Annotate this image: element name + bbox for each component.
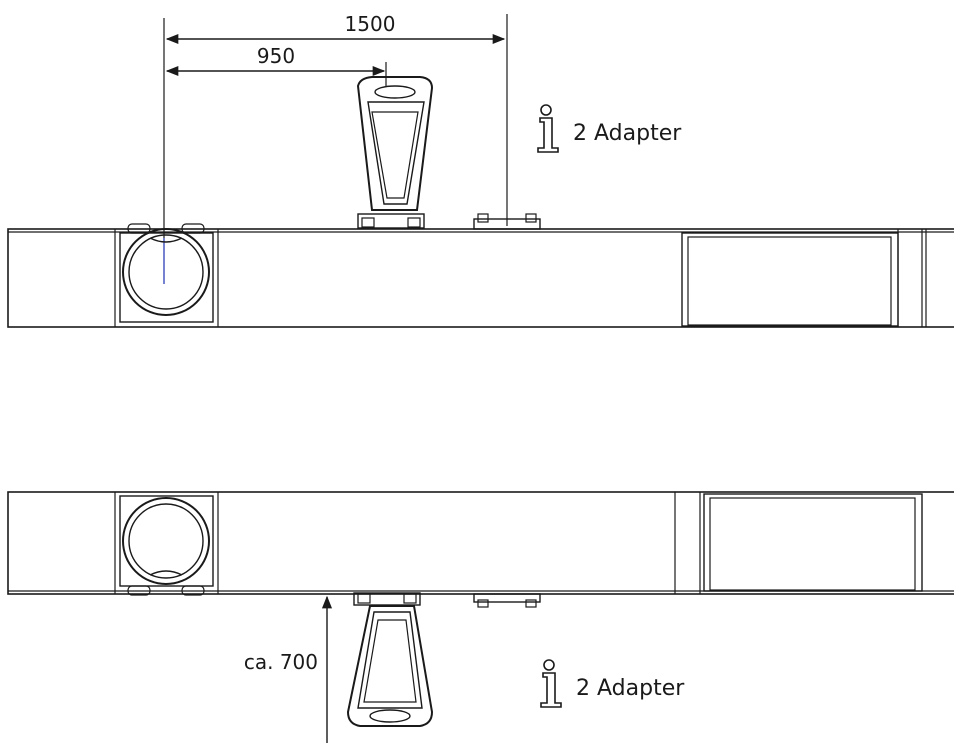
adapter-plate-top [473, 213, 541, 230]
lift-adapter-bottom [346, 592, 434, 727]
info-icon [537, 104, 559, 153]
adapter-plate-bottom [473, 593, 541, 608]
beam-bottom [7, 491, 954, 595]
info-icon [540, 659, 562, 708]
top-view: 1500 950 [7, 12, 954, 328]
note-bottom: 2 Adapter [576, 676, 685, 701]
column-housing-top [119, 223, 214, 323]
lift-adapter-top [356, 76, 434, 229]
dimension-label-1500: 1500 [345, 12, 396, 36]
bottom-view: ca. 700 2 Adapter [7, 491, 954, 743]
column-housing-bottom [119, 495, 214, 596]
dimension-label-950: 950 [257, 44, 295, 68]
note-top: 2 Adapter [573, 121, 682, 146]
dimension-label-700: ca. 700 [244, 650, 318, 674]
